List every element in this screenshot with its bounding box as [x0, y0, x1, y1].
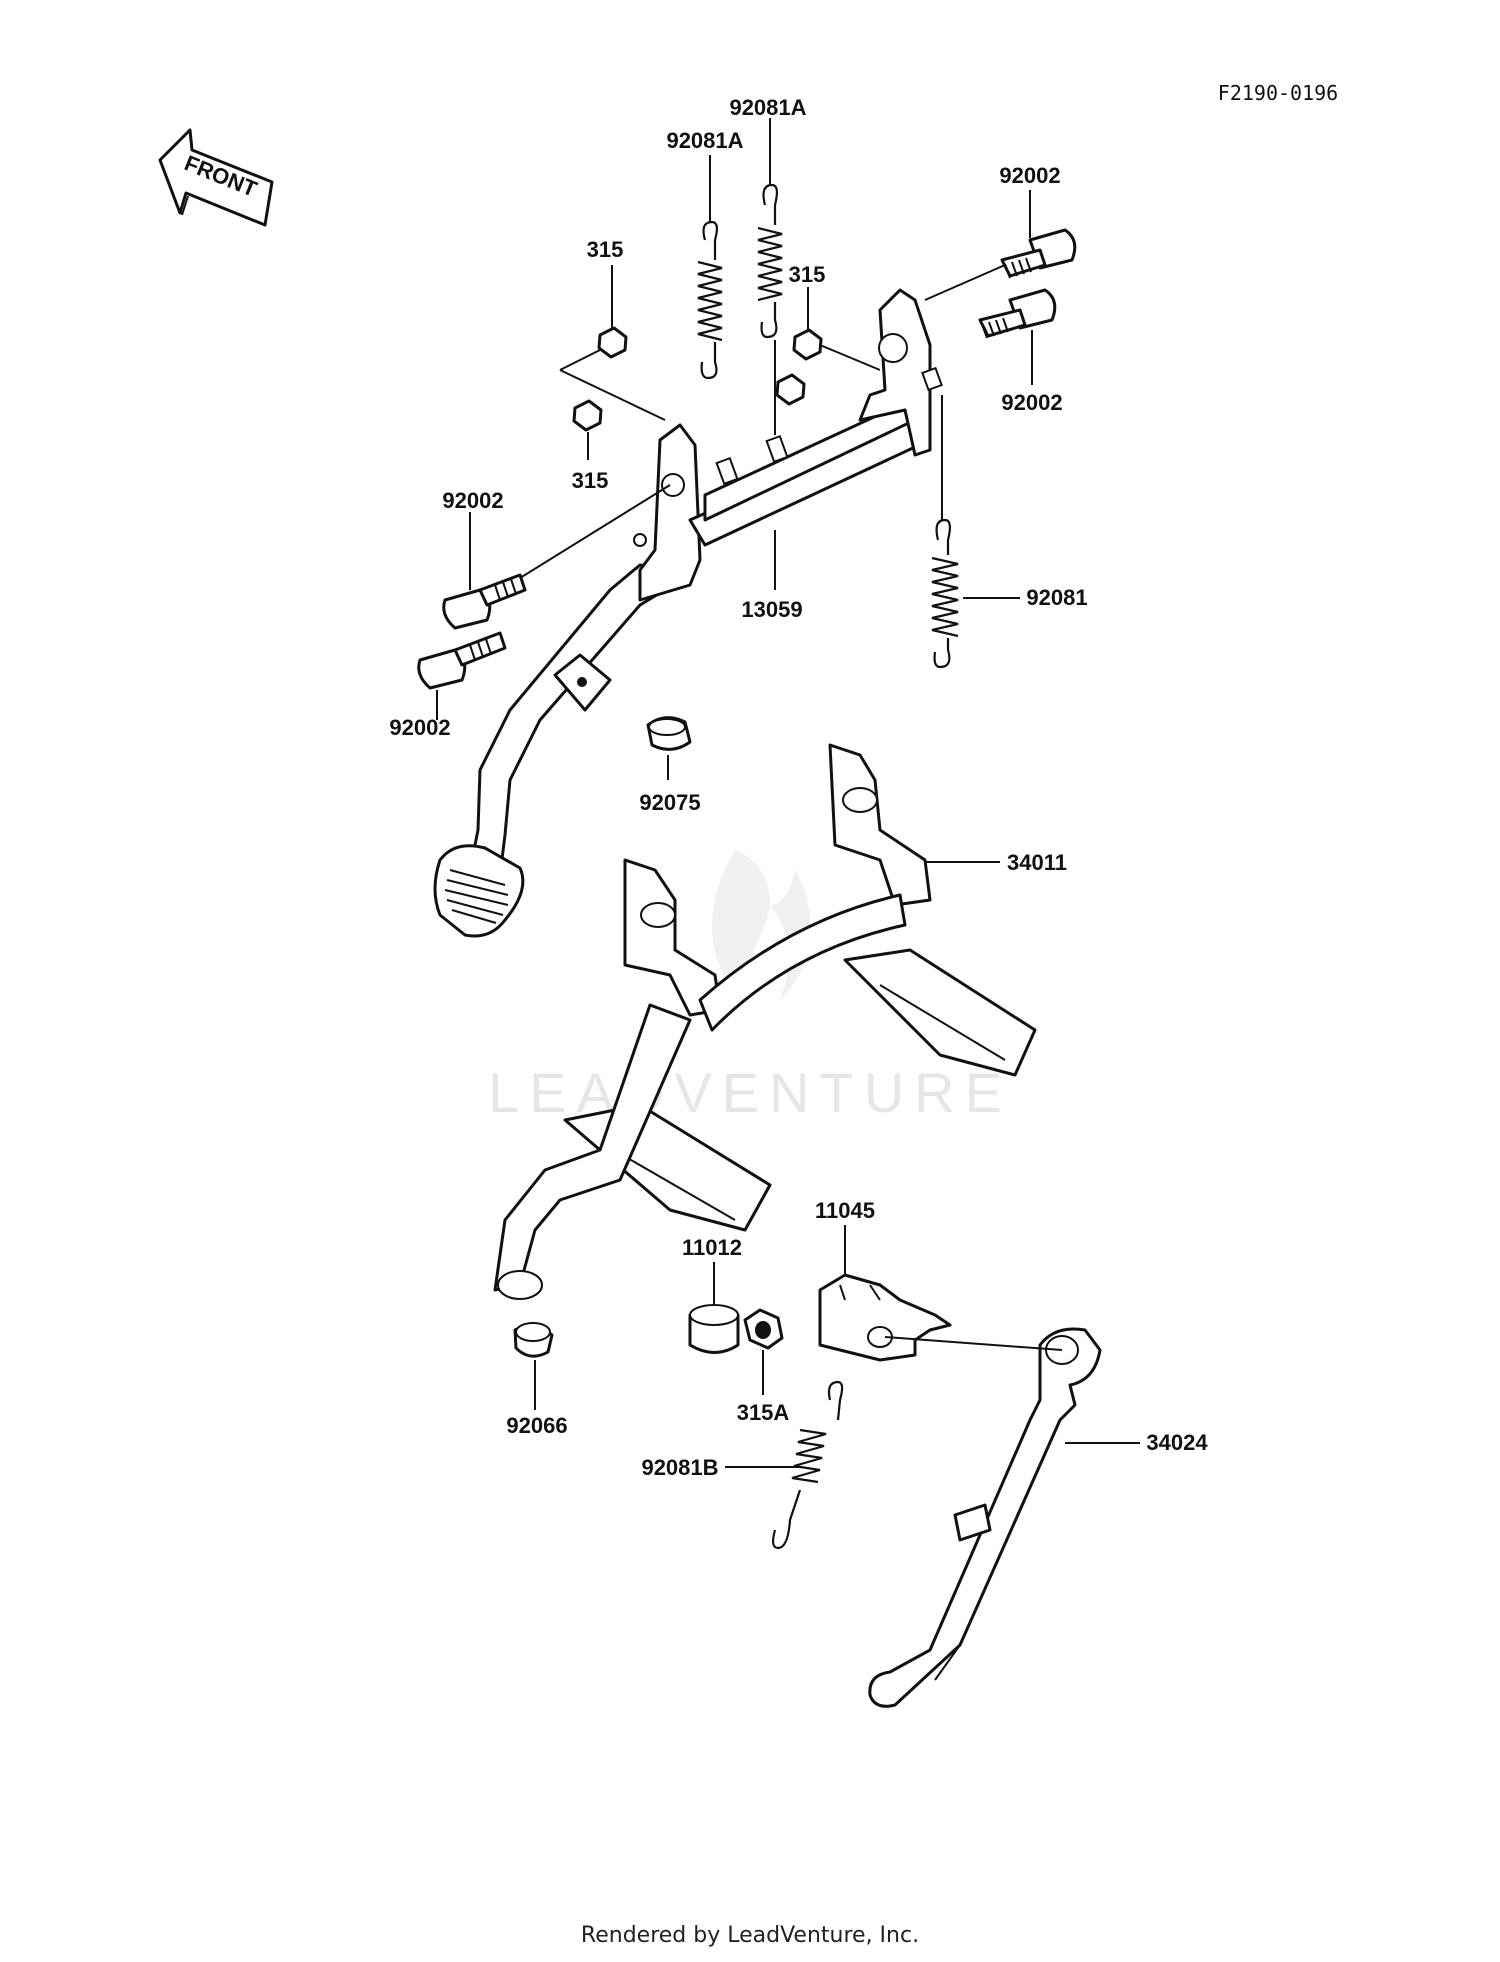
label-34011: 34011	[1007, 850, 1067, 875]
label-11012: 11012	[682, 1235, 742, 1260]
bracket-11045	[818, 1273, 952, 1362]
brake-pedal-assembly	[433, 288, 943, 938]
leadventure-watermark: LEADVENTURE	[488, 850, 1012, 1124]
label-315-3: 315	[572, 468, 609, 493]
label-92081a-1: 92081A	[729, 95, 806, 120]
label-92002-3: 92002	[442, 488, 503, 513]
label-34024: 34024	[1146, 1430, 1208, 1455]
cap-92075	[646, 716, 692, 751]
bolt-92002-lower-right	[978, 288, 1057, 339]
label-92081: 92081	[1026, 585, 1087, 610]
label-92066: 92066	[506, 1413, 567, 1438]
label-92002-1: 92002	[999, 163, 1060, 188]
label-315a: 315A	[737, 1400, 790, 1425]
label-92075: 92075	[639, 790, 700, 815]
spring-92081a-right	[757, 183, 783, 339]
nut-315-right-lower	[775, 373, 806, 406]
spring-92081a-left	[697, 220, 723, 380]
cap-92066	[513, 1322, 554, 1358]
center-stand	[493, 743, 1037, 1300]
side-stand-34024	[868, 1327, 1102, 1708]
label-92081a-2: 92081A	[666, 128, 743, 153]
watermark-text: LEADVENTURE	[488, 1061, 1012, 1124]
diagram-code: F2190-0196	[1218, 81, 1338, 105]
bolt-92002-upper-left	[442, 573, 527, 630]
rubber-11012	[688, 1304, 740, 1354]
label-92081b: 92081B	[641, 1455, 718, 1480]
part-labels: 92081A 92081A 92002 315 315 92002 315 92…	[389, 95, 1208, 1480]
brake-pedal-pad	[433, 844, 525, 938]
label-11045: 11045	[815, 1198, 875, 1223]
label-315-2: 315	[789, 262, 826, 287]
label-315-1: 315	[587, 237, 624, 262]
nut-315a	[743, 1308, 784, 1350]
nut-315-right-upper	[792, 328, 823, 361]
bolt-92002-lower-left	[417, 631, 507, 690]
label-92002-4: 92002	[389, 715, 450, 740]
bolt-92002-upper-right	[1000, 228, 1077, 279]
leader-lines	[436, 118, 1140, 1468]
front-arrow-icon: FRONT	[158, 128, 274, 227]
nut-315-top-left	[597, 326, 628, 359]
nut-315-lower-left	[572, 399, 603, 432]
spring-92081b	[771, 1380, 844, 1550]
label-92002-2: 92002	[1001, 390, 1062, 415]
label-13059: 13059	[741, 597, 802, 622]
spring-92081	[931, 518, 959, 669]
footer-credit: Rendered by LeadVenture, Inc.	[581, 1923, 919, 1948]
